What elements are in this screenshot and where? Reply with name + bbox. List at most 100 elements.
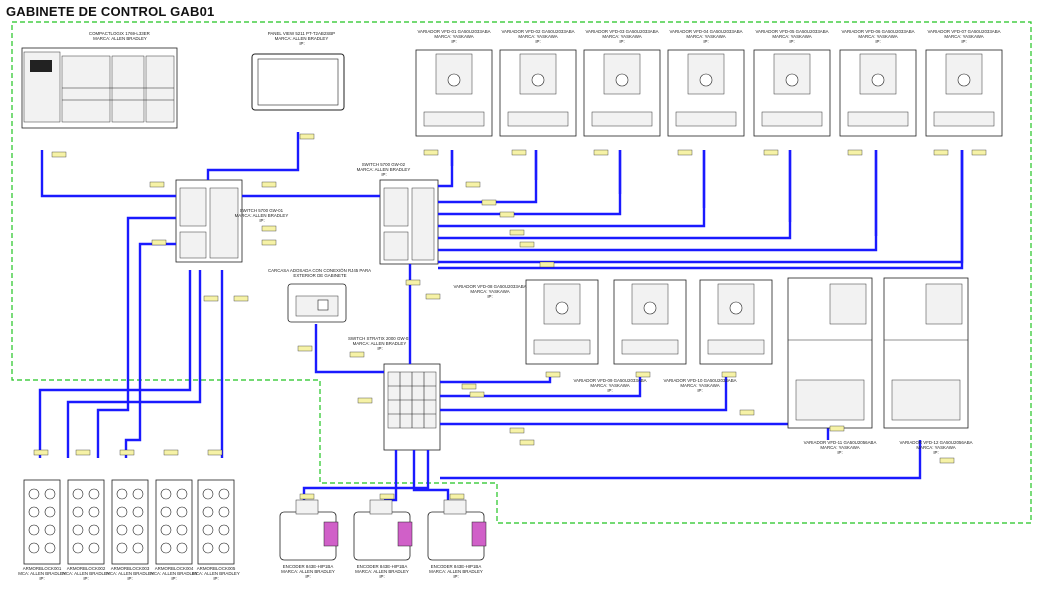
- plc-compactlogix[interactable]: [21, 47, 178, 129]
- encoder-1[interactable]: [279, 499, 339, 561]
- cable-tag: [379, 493, 395, 500]
- vfd-mid-3[interactable]: [699, 279, 773, 365]
- cable-tags: [33, 133, 987, 500]
- cable-tag: [349, 351, 365, 358]
- cable-tag: [519, 439, 535, 446]
- cable-tag: [539, 261, 555, 268]
- cable-tag: [299, 493, 315, 500]
- cable-tag: [971, 149, 987, 156]
- encoder-2[interactable]: [353, 499, 413, 561]
- cable-tag: [207, 449, 223, 456]
- cable-tag: [163, 449, 179, 456]
- switch-gw03[interactable]: [383, 363, 441, 451]
- cable-tag: [481, 199, 497, 206]
- cable-tag: [829, 425, 845, 432]
- cable-tag: [511, 149, 527, 156]
- vfd-big-2[interactable]: [883, 277, 969, 429]
- cable-tag: [499, 211, 515, 218]
- cable-tag: [933, 149, 949, 156]
- cable-tag: [33, 449, 49, 456]
- vfd-top-5[interactable]: [753, 49, 831, 137]
- vfd-top-3[interactable]: [583, 49, 661, 137]
- cable-tag: [469, 391, 485, 398]
- cable-tag: [261, 181, 277, 188]
- cable-tag: [739, 409, 755, 416]
- cable-tag: [635, 371, 651, 378]
- armorblock-2[interactable]: [67, 479, 105, 565]
- cable-tag: [297, 345, 313, 352]
- armorblock-5[interactable]: [197, 479, 235, 565]
- cable-tag: [119, 449, 135, 456]
- vfd-mid-1[interactable]: [525, 279, 599, 365]
- cable-tag: [149, 181, 165, 188]
- hmi-panelview[interactable]: [251, 53, 345, 111]
- cable-tag: [763, 149, 779, 156]
- switch-gw01[interactable]: [175, 179, 243, 263]
- rj45-outlet-label: CARCASA ADOSADA CON CONEXIÓN RJ45 PARA E…: [268, 268, 372, 278]
- switch-gw02[interactable]: [379, 179, 439, 265]
- cable-tag: [449, 493, 465, 500]
- cable-tag: [261, 225, 277, 232]
- armorblock-1[interactable]: [23, 479, 61, 565]
- cable-tag: [465, 181, 481, 188]
- vfd-big-1[interactable]: [787, 277, 873, 429]
- switch-gw02-label: SWITCH 5700 GW-02 MARCA: ALLEN BRADLEY I…: [357, 162, 412, 177]
- cabinet-boundary: [11, 21, 1032, 524]
- cable-tag: [519, 241, 535, 248]
- diagram-title: GABINETE DE CONTROL GAB01: [6, 4, 215, 19]
- cable-tag: [203, 295, 219, 302]
- rj45-outlet[interactable]: [287, 283, 347, 323]
- vfd-top-1[interactable]: [415, 49, 493, 137]
- cable-tag: [847, 149, 863, 156]
- vfd-top-4[interactable]: [667, 49, 745, 137]
- hmi-label: PANEL VIEW 5211 PT-T2AB2SBP MARCA: ALLEN…: [268, 31, 336, 46]
- armorblock-3[interactable]: [111, 479, 149, 565]
- vfd-top-7[interactable]: [925, 49, 1003, 137]
- plc-label: COMPACTLOGIX 1769-L33ER MARCA: ALLEN BRA…: [89, 31, 151, 41]
- vfd-top-cables: [438, 150, 964, 270]
- cable-tag: [939, 457, 955, 464]
- cable-tag: [509, 427, 525, 434]
- vfd-top-2[interactable]: [499, 49, 577, 137]
- switch-gw03-label: SWITCH STRATIX 2000 GW-03 MARCA: ALLEN B…: [348, 336, 412, 351]
- cable-tag: [51, 151, 67, 158]
- switch-gw01-label: SWITCH 5700 GW-01 MARCA: ALLEN BRADLEY I…: [235, 208, 290, 223]
- cable-tag: [677, 149, 693, 156]
- cable-tag: [233, 295, 249, 302]
- cable-tag: [425, 293, 441, 300]
- encoder-3[interactable]: [427, 499, 487, 561]
- cable-tag: [593, 149, 609, 156]
- vfd-mid-2[interactable]: [613, 279, 687, 365]
- cable-tag: [509, 229, 525, 236]
- vfd-top-6[interactable]: [839, 49, 917, 137]
- cable-tag: [545, 371, 561, 378]
- cable-tag: [405, 279, 421, 286]
- cable-tag: [423, 149, 439, 156]
- armorblock-4[interactable]: [155, 479, 193, 565]
